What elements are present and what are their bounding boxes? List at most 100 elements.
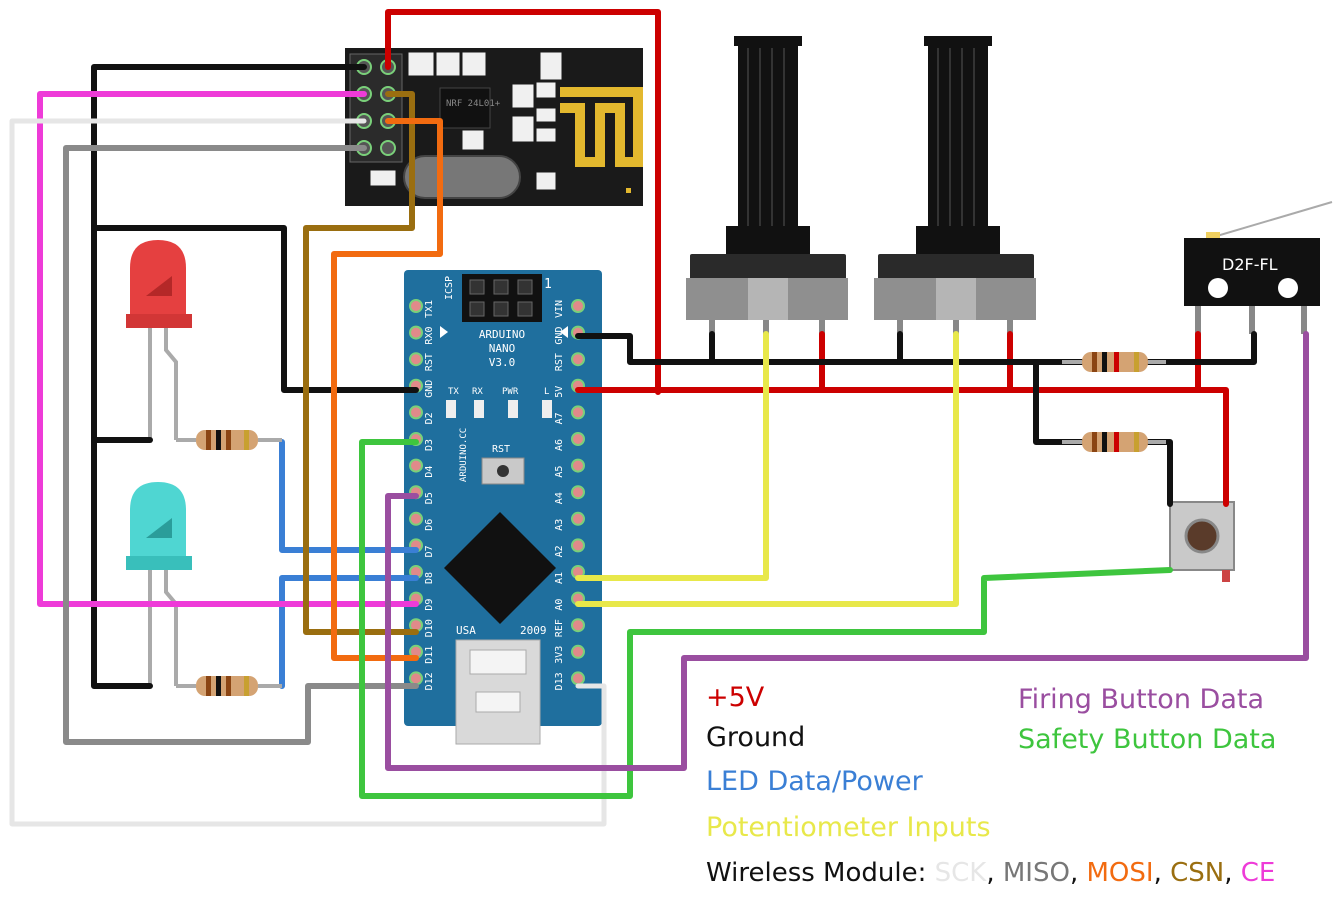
nrf24l01-module: NRF 24L01+	[345, 48, 643, 206]
nano-pin-left-rst	[409, 352, 423, 367]
legend-ce: CE	[1240, 858, 1276, 888]
nano-pin-label-left-d4: D4	[424, 466, 435, 478]
legend-miso: MISO	[1002, 858, 1070, 888]
board-title: ARDUINO	[479, 328, 525, 341]
wire-firing-d5	[385, 331, 1309, 771]
nano-pin-left-d2	[409, 405, 423, 420]
potentiometer-2[interactable]	[874, 36, 1036, 320]
wire-safety-d3	[359, 439, 1173, 799]
microswitch[interactable]: D2F-FL	[1184, 201, 1333, 334]
nano-pin-label-right-gnd: GND	[554, 327, 565, 345]
legend-firing: Firing Button Data	[1018, 686, 1264, 713]
nano-pin-right-vin	[571, 299, 585, 313]
legend-sep-4: ,	[1224, 858, 1241, 888]
legend-5v-text: +5V	[706, 682, 765, 713]
resistor-red-led	[176, 430, 282, 450]
nano-pin-label-left-d6: D6	[424, 519, 435, 531]
led-tx-label: TX	[448, 387, 459, 397]
potentiometer-1[interactable]	[686, 36, 848, 320]
wire-gnd-nano	[91, 225, 419, 393]
nano-pin-right-d13	[571, 671, 585, 686]
legend-ground-text: Ground	[706, 722, 806, 753]
microswitch-label: D2F-FL	[1222, 255, 1278, 274]
nano-pin-label-left-rx0: RX0	[424, 327, 435, 345]
nano-pin-right-a4	[571, 485, 585, 500]
wire-gnd-rail	[575, 331, 1257, 365]
wire-5v-rail	[575, 387, 1229, 507]
wire-csn	[303, 91, 419, 635]
legend-sep-1: ,	[986, 858, 1003, 888]
red-led	[126, 240, 192, 440]
rst-button-label: RST	[492, 444, 510, 455]
legend-ground: Ground	[706, 724, 805, 751]
wire-gnd-nrf	[91, 64, 367, 689]
nano-pin-label-right-rst: RST	[554, 353, 565, 371]
nano-pin-label-right-5v: 5V	[554, 386, 565, 398]
board-version: V3.0	[489, 356, 516, 369]
nano-pin-label-right-a1: A1	[554, 572, 565, 584]
legend-led-text: LED Data/Power	[706, 766, 923, 797]
wire-sck	[9, 118, 607, 827]
safety-pushbutton[interactable]	[1169, 501, 1235, 582]
legend-mosi: MOSI	[1086, 858, 1154, 888]
legend-sep-3: ,	[1153, 858, 1171, 888]
nano-pin-label-left-d8: D8	[424, 572, 435, 584]
nano-pin-label-left-d12: D12	[424, 672, 435, 690]
nano-pin-label-right-a5: A5	[554, 466, 565, 478]
nano-pin-right-a7	[571, 405, 585, 420]
cyan-led	[126, 482, 192, 686]
nano-pin-right-a3	[571, 511, 585, 526]
legend-safety: Safety Button Data	[1018, 726, 1276, 753]
legend-pot-text: Potentiometer Inputs	[706, 812, 991, 843]
site-label: ARDUINO.CC	[459, 428, 469, 482]
nano-pin-label-right-ref: REF	[554, 619, 565, 637]
icsp-label: ICSP	[444, 276, 455, 300]
nano-pin-left-d12	[409, 671, 423, 686]
board-subtitle: NANO	[489, 342, 516, 355]
nano-pin-label-right-a0: A0	[554, 599, 565, 611]
legend-wireless-prefix: Wireless Module:	[706, 858, 935, 888]
wire-pot2-a0	[575, 331, 959, 607]
year-label: 2009	[520, 624, 547, 637]
nano-pin-label-left-d9: D9	[424, 599, 435, 611]
arduino-nano: ICSP 1 ARDUINO NANO V3.0 TX RX PWR L ARD…	[404, 270, 602, 745]
nano-pin-label-right-a6: A6	[554, 439, 565, 451]
nano-pin-label-right-a7: A7	[554, 412, 565, 424]
wire-pot1-a1	[575, 331, 769, 581]
legend-safety-text: Safety Button Data	[1018, 724, 1277, 755]
nano-pin-label-right-vin: VIN	[554, 300, 565, 318]
led-l-label: L	[544, 387, 549, 397]
wire-mosi	[331, 118, 443, 661]
nano-pin-label-right-3v3: 3V3	[554, 646, 565, 664]
led-pwr-label: PWR	[502, 387, 519, 397]
led-rx-label: RX	[472, 387, 483, 397]
resistor-cyan-led	[176, 676, 282, 696]
legend-sep-2: ,	[1069, 858, 1087, 888]
wire-ce	[37, 91, 419, 607]
nano-pin-left-d4	[409, 458, 423, 473]
nano-pin-label-right-d13: D13	[554, 672, 565, 690]
wire-miso	[63, 145, 419, 745]
wire-led-red-d7	[279, 439, 419, 553]
legend-5v: +5V	[706, 684, 764, 711]
icsp-pin-one: 1	[544, 277, 552, 292]
nrf-chip-label: NRF 24L01+	[446, 99, 501, 109]
nano-pin-right-a2	[571, 538, 585, 553]
nano-pin-left-tx1	[409, 299, 423, 313]
nano-pin-right-a6	[571, 432, 585, 446]
legend-firing-text: Firing Button Data	[1018, 684, 1264, 715]
nano-pin-label-left-d7: D7	[424, 545, 435, 557]
resistor-button-pulldown	[1062, 432, 1166, 452]
nano-pin-label-left-gnd: GND	[424, 380, 435, 398]
nano-pin-label-left-rst: RST	[424, 353, 435, 371]
nano-pin-right-3v3	[571, 644, 585, 659]
nano-pin-label-left-d5: D5	[424, 492, 435, 504]
nano-pin-left-rx0	[409, 325, 423, 340]
nano-pin-left-d6	[409, 511, 423, 526]
legend-sck: SCK	[934, 858, 987, 888]
nano-pin-label-right-a2: A2	[554, 545, 565, 557]
nano-pin-right-ref	[571, 618, 585, 633]
nano-pin-right-rst	[571, 352, 585, 367]
legend-led: LED Data/Power	[706, 768, 923, 795]
